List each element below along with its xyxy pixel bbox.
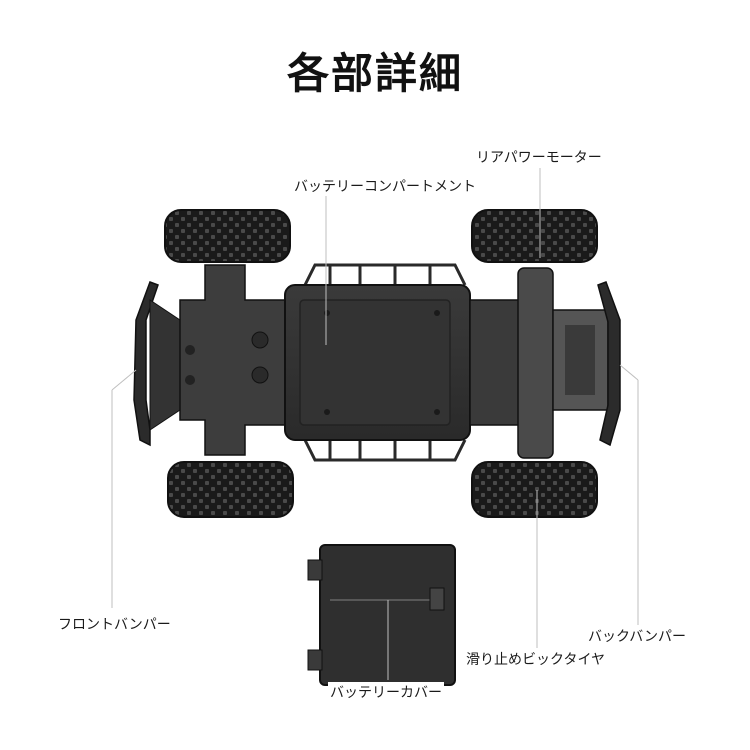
label-battery-cover: バッテリーカバー xyxy=(328,682,444,702)
tire-front-bottom xyxy=(167,461,294,518)
label-battery-compartment: バッテリーコンパートメント xyxy=(292,176,478,196)
callout-line-front-bumper-a xyxy=(111,369,137,391)
tire-rear-top xyxy=(471,209,598,263)
front-bumper xyxy=(133,281,181,447)
battery-cover xyxy=(307,544,456,686)
label-front-bumper: フロントバンパー xyxy=(56,614,173,634)
battery-compartment xyxy=(284,284,471,441)
label-back-bumper: バックバンパー xyxy=(586,626,688,646)
tire-rear-bottom xyxy=(471,461,598,518)
roll-cage xyxy=(303,263,467,462)
label-rear-motor: リアパワーモーター xyxy=(474,147,604,167)
label-tires: 滑り止めビックタイヤ xyxy=(464,649,608,669)
tire-front-top xyxy=(164,209,291,263)
page-title: 各部詳細 xyxy=(286,49,463,98)
rear-motor-assembly xyxy=(469,267,609,459)
callout-line-back-bumper-a xyxy=(619,364,639,381)
back-bumper xyxy=(597,281,621,447)
front-chassis-plate xyxy=(179,264,286,456)
